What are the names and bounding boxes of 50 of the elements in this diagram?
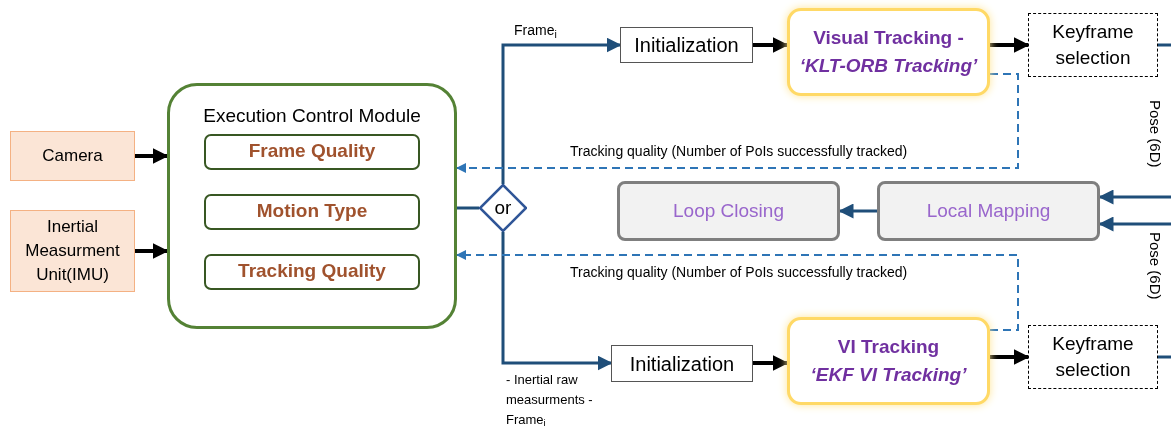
node-label: Tracking Quality — [238, 259, 386, 284]
edge-label: Frame$_{i}$ — [514, 21, 557, 41]
node-label: Motion Type — [256, 199, 368, 224]
process-box — [611, 345, 753, 382]
input-box — [10, 210, 135, 292]
decision-diamond — [479, 184, 527, 232]
method-subtitle: ‘EKF VI Tracking’ — [810, 363, 967, 387]
criterion-box — [204, 133, 420, 170]
node-label: Loop Closing — [673, 198, 784, 223]
input-box — [10, 131, 135, 181]
process-box — [620, 27, 753, 63]
module-container — [167, 83, 457, 329]
arrow — [501, 37, 622, 184]
edge-label: - Inertial raw measurments - Frame$_{i}$ — [506, 371, 594, 430]
node-label: or — [494, 195, 512, 220]
method-subtitle: ‘KLT-ORB Tracking’ — [799, 54, 978, 78]
tracking-box — [787, 8, 990, 96]
node-label: Inertial Measurment Unit(IMU) — [24, 216, 121, 286]
arrow — [501, 232, 613, 371]
arrow — [1098, 189, 1171, 205]
connector-line — [457, 206, 479, 210]
module-box — [617, 181, 840, 241]
node-label: Frame Quality — [248, 139, 376, 164]
dashed-box — [1028, 13, 1158, 77]
criterion-box — [204, 253, 420, 290]
dashed-arrow — [456, 250, 1019, 331]
connector-line — [1158, 43, 1171, 47]
connector-line — [1158, 355, 1171, 359]
node-label: Keyframe selection — [1051, 20, 1135, 70]
node-label: Initialization — [629, 351, 735, 377]
node-label: Initialization — [634, 33, 739, 58]
arrow — [135, 243, 169, 259]
node-label: VI Tracking — [837, 335, 940, 359]
arrow — [753, 355, 789, 371]
dashed-box — [1028, 325, 1158, 389]
arrow — [753, 37, 789, 53]
arrow — [990, 37, 1030, 53]
module-box — [877, 181, 1100, 241]
module-title: Execution Control Module — [203, 104, 421, 128]
node-label: Visual Tracking - — [813, 26, 964, 50]
dashed-arrow — [456, 73, 1019, 173]
arrow — [135, 148, 169, 164]
tracking-box — [787, 317, 990, 405]
node-label: Local Mapping — [926, 198, 1051, 223]
criterion-box — [204, 193, 420, 230]
arrow — [990, 349, 1030, 365]
arrow — [838, 203, 877, 219]
node-label: Keyframe selection — [1051, 332, 1135, 382]
arrow — [1098, 216, 1171, 232]
node-label: Camera — [41, 145, 104, 167]
